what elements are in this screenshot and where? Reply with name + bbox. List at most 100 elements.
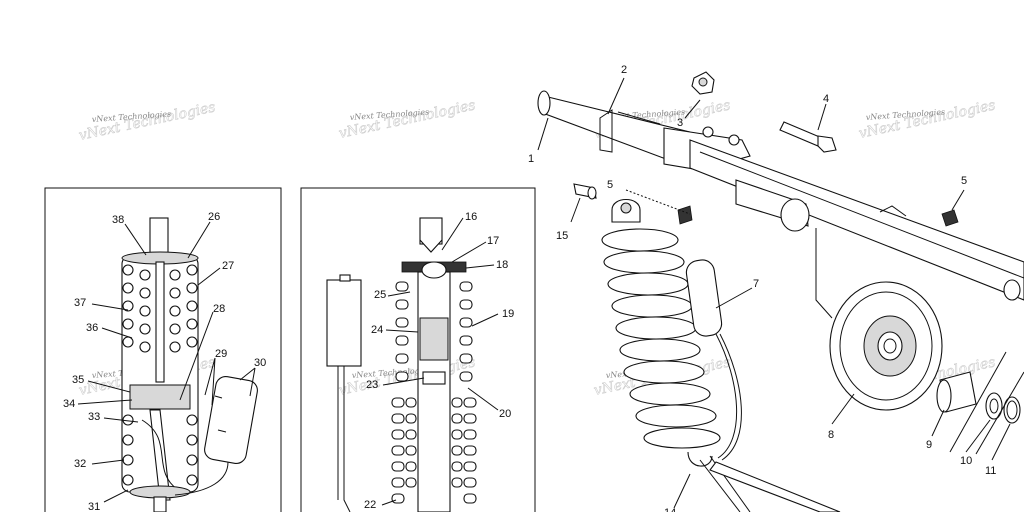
leader-33	[103, 417, 139, 423]
callout-28: 28	[213, 303, 225, 315]
slide-rail	[689, 139, 1024, 301]
leader-3	[684, 99, 701, 119]
exploded-suspension-assembly: 1 2 3 4 5 5 15 7 8 9 10 11 14	[528, 64, 1024, 512]
reservoir-hose-right	[715, 333, 738, 459]
leader-1	[537, 117, 549, 151]
leader-14	[673, 473, 691, 509]
part-5-fitting	[941, 209, 959, 227]
leader-20	[467, 387, 499, 411]
reservoir-hose	[174, 461, 229, 496]
leader-35	[87, 380, 131, 393]
leader-16	[441, 217, 464, 251]
callout-35: 35	[72, 374, 84, 386]
leader-38	[124, 223, 147, 256]
leader-10	[965, 419, 991, 453]
callout-4: 4	[823, 93, 829, 105]
callout-16: 16	[465, 211, 477, 223]
callout-38: 38	[112, 214, 124, 226]
lower-rail	[709, 461, 841, 512]
callout-11: 11	[985, 465, 996, 477]
spring-coils-mid-right	[451, 281, 477, 504]
callout-14: 14	[664, 507, 676, 512]
leader-4	[817, 103, 827, 131]
leader-36	[101, 327, 133, 339]
callout-2: 2	[621, 64, 627, 76]
leader-9	[931, 409, 945, 437]
part-7-reservoir	[685, 259, 723, 337]
leader-19	[471, 313, 499, 327]
callout-23: 23	[366, 379, 378, 391]
leader-2	[607, 77, 625, 115]
leader-15	[570, 197, 581, 223]
leader-11	[991, 423, 1011, 461]
shock-inner-rod	[155, 261, 165, 383]
reservoir-line	[343, 366, 351, 512]
leader-24	[385, 329, 419, 333]
callout-34: 34	[63, 398, 75, 410]
callout-19: 19	[502, 308, 514, 320]
callout-31: 31	[88, 501, 100, 512]
callout-30: 30	[254, 357, 266, 369]
callout-7: 7	[753, 278, 759, 290]
shaft-threaded	[419, 317, 449, 361]
callout-33: 33	[88, 411, 100, 423]
part-4-bolt	[779, 121, 823, 147]
callout-3: 3	[677, 117, 683, 129]
panel-middle-frame	[300, 187, 536, 512]
leader-18	[465, 264, 495, 269]
leader-26	[187, 221, 211, 259]
callout-24: 24	[371, 324, 383, 336]
part-5-fitting-alt	[677, 205, 693, 225]
leader-22	[381, 499, 397, 506]
callout-36: 36	[86, 322, 98, 334]
callout-17: 17	[487, 235, 499, 247]
leader-34	[77, 399, 133, 405]
spring-coils-mid-left	[391, 281, 417, 504]
leader-25	[387, 291, 411, 297]
shock-bottom-cap	[129, 485, 191, 499]
spring-coils-right	[169, 264, 198, 486]
panel-left-frame	[44, 187, 282, 512]
part-10-washer	[985, 392, 1003, 420]
leader-28	[179, 311, 214, 401]
leader-17	[451, 241, 487, 263]
callout-25: 25	[374, 289, 386, 301]
leader-32	[91, 459, 125, 465]
internal-passage	[141, 419, 179, 491]
callout-20: 20	[499, 408, 511, 420]
reservoir-body	[326, 279, 362, 367]
callout-15: 15	[556, 230, 568, 242]
callout-22: 22	[364, 499, 376, 511]
reservoir-canister	[204, 376, 258, 464]
shock-piston	[129, 384, 191, 410]
shock-shaft	[417, 271, 451, 512]
callout-10: 10	[960, 455, 972, 467]
part-14-coil-spring	[601, 228, 721, 449]
callout-9: 9	[926, 439, 932, 451]
panel-middle-shock-cutaway: 16 17 18 19 20 25 24 23 22	[300, 187, 536, 512]
callout-27: 27	[222, 260, 234, 272]
shock-bottom-eye	[153, 496, 167, 512]
leader-30	[239, 367, 256, 397]
callout-5-alt: 5	[607, 179, 613, 191]
callout-5: 5	[961, 175, 967, 187]
callout-8: 8	[828, 429, 834, 441]
callout-37: 37	[74, 297, 86, 309]
leader-27	[197, 267, 221, 286]
leader-29	[204, 357, 216, 406]
panel-left-shock-cutaway: 38 26 27 37 36 28 29 30 35 34 33 32 31	[44, 187, 282, 512]
callout-1: 1	[528, 153, 534, 165]
callout-32: 32	[74, 458, 86, 470]
leader-37	[91, 303, 129, 311]
leader-5	[951, 189, 965, 211]
leader-31	[103, 489, 129, 503]
leader-7	[715, 287, 753, 309]
leader-8	[831, 393, 855, 425]
part-8-idler-wheel	[829, 281, 943, 411]
callout-26: 26	[208, 211, 220, 223]
callout-29: 29	[215, 348, 227, 360]
leader-23	[382, 377, 425, 386]
callout-18: 18	[496, 259, 508, 271]
